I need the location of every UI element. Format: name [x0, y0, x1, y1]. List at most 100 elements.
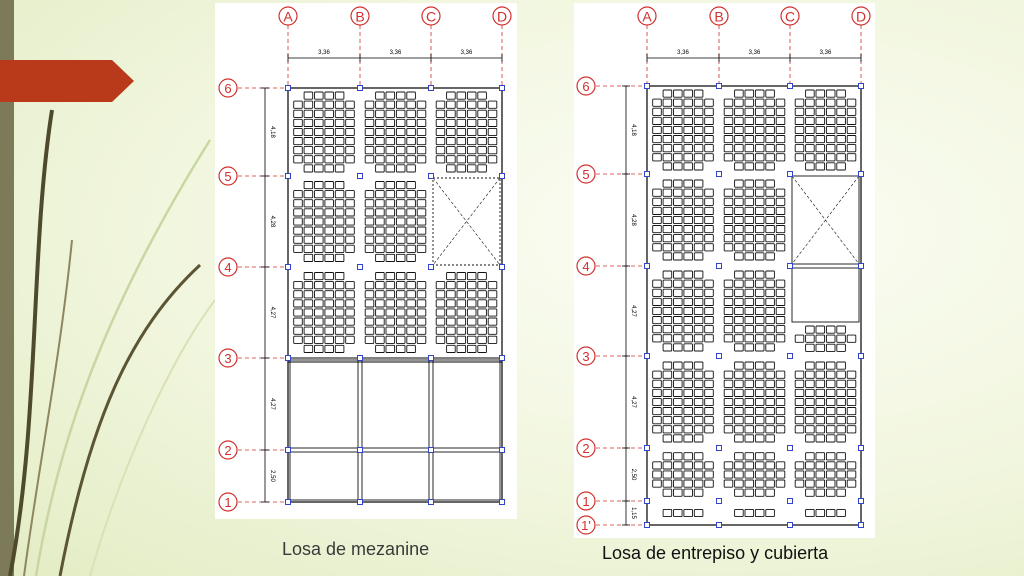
waffle-block [754, 334, 765, 343]
waffle-block [303, 109, 314, 118]
waffle-block [293, 235, 303, 244]
waffle-block [683, 316, 693, 325]
waffle-block [406, 190, 416, 199]
waffle-block [416, 109, 427, 118]
waffle-block [693, 379, 704, 388]
waffle-block [334, 253, 345, 262]
waffle-block [836, 470, 846, 479]
waffle-block [673, 334, 683, 343]
row-axis-bubble [576, 256, 596, 276]
waffle-block [334, 335, 345, 344]
title-accent-tab [0, 60, 134, 102]
waffle-block [723, 234, 734, 243]
waffle-block [683, 225, 693, 234]
waffle-block [334, 217, 345, 226]
waffle-block [406, 299, 416, 308]
column-marker [716, 83, 722, 89]
waffle-block [662, 434, 673, 443]
waffle-block [662, 125, 673, 135]
waffle-block [324, 244, 334, 253]
waffle-block [652, 234, 662, 243]
waffle-block [673, 162, 683, 171]
waffle-block [324, 326, 334, 335]
waffle-block [765, 343, 775, 352]
waffle-block [744, 461, 755, 470]
waffle-block [765, 215, 775, 225]
waffle-block [303, 244, 314, 253]
waffle-block [477, 164, 487, 173]
waffle-block [364, 118, 375, 127]
waffle-block [805, 98, 815, 107]
waffle-block [477, 118, 487, 127]
waffle-block [723, 144, 734, 153]
waffle-block [673, 379, 683, 388]
waffle-block [693, 470, 704, 479]
waffle-block [303, 190, 314, 199]
waffle-block [487, 100, 498, 109]
waffle-block [846, 425, 857, 434]
waffle-block [815, 434, 826, 443]
waffle-block [487, 281, 498, 290]
waffle-block [734, 288, 744, 297]
waffle-block [662, 388, 673, 397]
waffle-block [805, 388, 815, 397]
waffle-block [693, 252, 704, 261]
waffle-block [744, 407, 755, 416]
waffle-block [673, 243, 683, 252]
waffle-block [765, 407, 775, 416]
waffle-block [375, 226, 385, 235]
waffle-block [375, 164, 385, 173]
waffle-block [794, 370, 805, 379]
waffle-block [734, 343, 744, 352]
waffle-block [754, 270, 765, 279]
waffle-block [324, 91, 334, 100]
waffle-block [754, 470, 765, 479]
waffle-block [385, 272, 396, 281]
column-axis-bubble [709, 6, 729, 26]
row-axis-label: 1 [582, 494, 589, 509]
waffle-block [314, 127, 324, 137]
waffle-block [744, 153, 755, 162]
waffle-block [683, 306, 693, 316]
waffle-block [345, 118, 355, 127]
waffle-block [406, 326, 416, 335]
column-axis-label: C [426, 9, 436, 25]
waffle-block [683, 379, 693, 388]
waffle-block [765, 288, 775, 297]
waffle-block [662, 334, 673, 343]
column-axis-bubble [637, 6, 657, 26]
waffle-block [662, 479, 673, 488]
waffle-block [765, 162, 775, 171]
waffle-block [416, 308, 427, 317]
waffle-block [683, 197, 693, 206]
waffle-block [303, 344, 314, 353]
waffle-block [314, 217, 324, 226]
waffle-block [815, 470, 826, 479]
waffle-block [375, 127, 385, 137]
waffle-block [683, 107, 693, 116]
waffle-block [693, 179, 704, 188]
column-axis-bubble [350, 6, 370, 26]
waffle-block [303, 199, 314, 208]
waffle-block [815, 107, 826, 116]
waffle-block [345, 335, 355, 344]
waffle-block [303, 335, 314, 344]
waffle-block [314, 308, 324, 317]
column-marker [499, 173, 505, 179]
waffle-block [662, 107, 673, 116]
waffle-block [693, 388, 704, 397]
waffle-block [744, 379, 755, 388]
waffle-block [395, 335, 406, 344]
waffle-block [446, 118, 456, 127]
waffle-block [334, 290, 345, 299]
waffle-block [754, 297, 765, 306]
waffle-block [683, 215, 693, 225]
waffle-block [385, 137, 396, 146]
waffle-block [815, 416, 826, 425]
row-spacing-label: 4,27 [269, 398, 275, 410]
column-marker [716, 445, 722, 451]
waffle-block [754, 135, 765, 144]
waffle-block [303, 308, 314, 317]
